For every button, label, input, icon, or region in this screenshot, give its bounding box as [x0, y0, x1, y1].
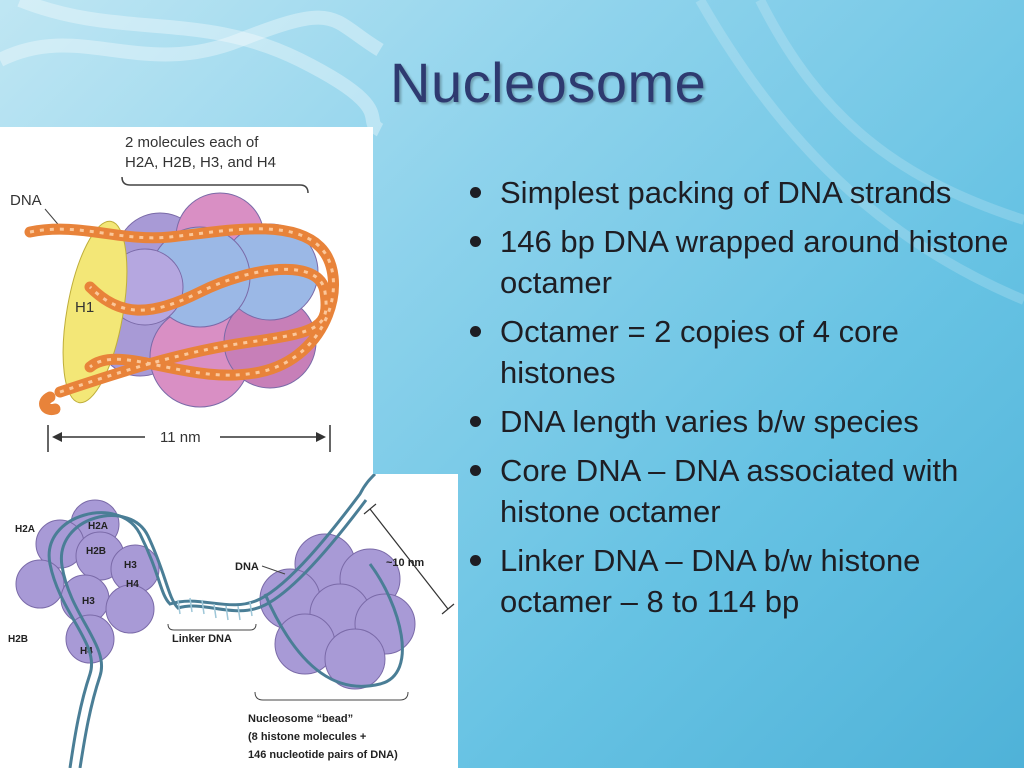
h3-label-a: H3 — [124, 560, 137, 571]
dna-label-bottom: DNA — [235, 561, 259, 573]
h2a-left-label: H2A — [15, 524, 35, 535]
bead-bracket — [254, 691, 409, 701]
bullet-text: DNA length varies b/w species — [500, 404, 919, 439]
h4-label-b: H4 — [80, 646, 93, 657]
scale-label-10nm: ~10 nm — [386, 557, 424, 569]
h4-label-a: H4 — [126, 579, 139, 590]
bullet-text: Linker DNA – DNA b/w histone octamer – 8… — [500, 543, 921, 619]
bullet-item: Linker DNA – DNA b/w histone octamer – 8… — [470, 540, 1015, 622]
bullet-item: DNA length varies b/w species — [470, 401, 1015, 442]
slide-title: Nucleosome — [390, 51, 707, 114]
h2a-label: H2A — [88, 521, 108, 532]
bullet-item: Simplest packing of DNA strands — [470, 172, 1015, 213]
bullet-icon — [470, 465, 481, 476]
bullet-item: Octamer = 2 copies of 4 core histones — [470, 311, 1015, 393]
scale-label: 11 nm — [160, 429, 201, 446]
h2b-label: H2B — [86, 546, 106, 557]
caption-line1: Nucleosome “bead” — [248, 713, 353, 725]
bullet-icon — [470, 236, 481, 247]
right-octamer — [259, 533, 416, 690]
scale-line-10nm — [369, 508, 449, 610]
bullet-list: Simplest packing of DNA strands 146 bp D… — [470, 172, 1015, 630]
figure-heading-line2: H2A, H2B, H3, and H4 — [125, 154, 276, 171]
dna-rungs — [177, 597, 253, 621]
figure-heading-line1: 2 molecules each of — [125, 134, 259, 151]
bullet-text: Octamer = 2 copies of 4 core histones — [500, 314, 899, 390]
h2b-left-label: H2B — [8, 634, 28, 645]
nucleosome-linker-figure: H2A H2A H2B H3 H4 H3 H2B H4 — [0, 474, 458, 768]
nucleosome-h1-figure: 2 molecules each of H2A, H2B, H3, and H4… — [0, 127, 373, 477]
dna-label: DNA — [10, 192, 42, 209]
bullet-item: 146 bp DNA wrapped around histone octame… — [470, 221, 1015, 303]
heading-bracket — [121, 176, 309, 194]
bullet-icon — [470, 326, 481, 337]
caption-line3: 146 nucleotide pairs of DNA) — [248, 749, 398, 761]
bullet-text: 146 bp DNA wrapped around histone octame… — [500, 224, 1009, 300]
caption-line2: (8 histone molecules + — [248, 731, 366, 743]
bullet-icon — [470, 187, 481, 198]
h3-label-b: H3 — [82, 596, 95, 607]
bullet-text: Core DNA – DNA associated with histone o… — [500, 453, 959, 529]
linker-dna-label: Linker DNA — [172, 633, 232, 645]
dna-double-helix — [47, 474, 404, 768]
dna-rope-highlight — [29, 227, 335, 394]
bullet-text: Simplest packing of DNA strands — [500, 175, 952, 210]
bullet-item: Core DNA – DNA associated with histone o… — [470, 450, 1015, 532]
bullet-icon — [470, 416, 481, 427]
h1-label: H1 — [75, 299, 94, 316]
bullet-icon — [470, 555, 481, 566]
